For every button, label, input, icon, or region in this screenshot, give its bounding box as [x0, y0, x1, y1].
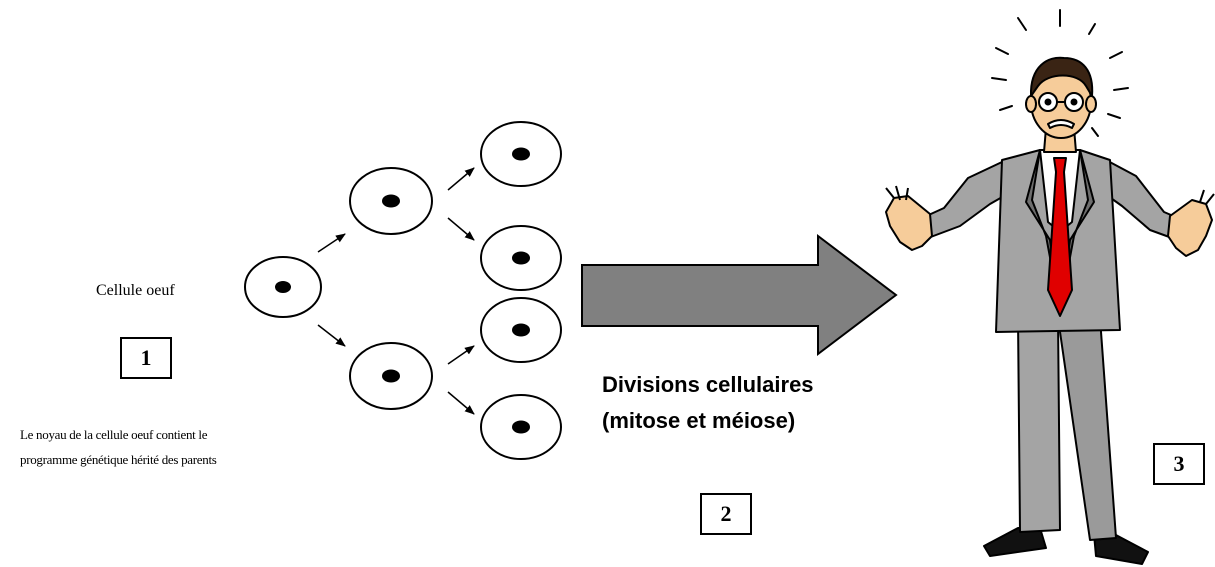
divisions-label-line2: (mitose et méiose): [602, 408, 796, 433]
step-1-badge: 1: [120, 337, 172, 379]
small-arrow-icon: [447, 167, 475, 191]
step-3-badge: 3: [1153, 443, 1205, 485]
small-arrow-icon: [317, 324, 346, 347]
cell-icon: [349, 167, 433, 235]
divisions-label-line1: Divisions cellulaires: [602, 372, 814, 397]
small-arrow-icon: [447, 391, 475, 415]
cell-icon: [349, 342, 433, 410]
noyau-description-line2: programme génétique hérité des parents: [20, 452, 217, 467]
small-arrow-icon: [447, 345, 475, 365]
noyau-description-line1: Le noyau de la cellule oeuf contient le: [20, 427, 208, 442]
big-arrow-icon: [581, 233, 898, 357]
cell-icon: [480, 225, 562, 291]
cell-icon: [244, 256, 322, 318]
confused-man-icon: [885, 9, 1215, 565]
cell-icon: [480, 297, 562, 363]
small-arrow-icon: [317, 233, 346, 253]
cell-icon: [480, 121, 562, 187]
small-arrow-icon: [447, 217, 475, 241]
cellule-oeuf-label: Cellule oeuf: [96, 282, 175, 299]
step-2-badge: 2: [700, 493, 752, 535]
cell-icon: [480, 394, 562, 460]
